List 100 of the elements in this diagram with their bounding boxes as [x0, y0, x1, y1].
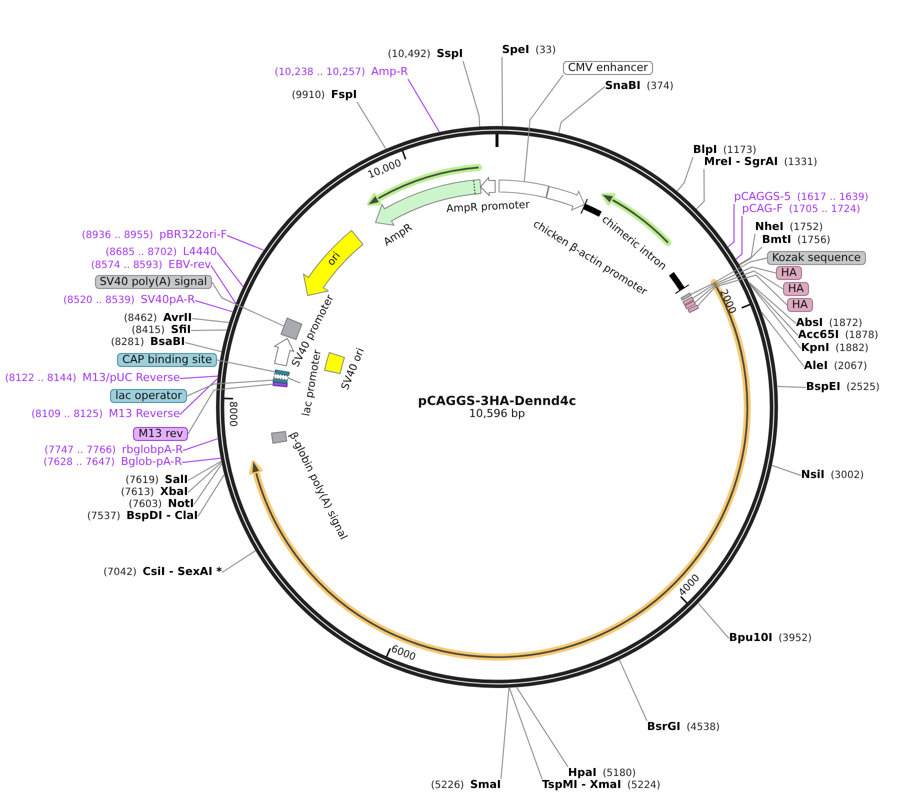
enzyme-name: HpaI: [568, 767, 597, 779]
primer-name: pBR322ori-F: [159, 229, 227, 241]
cut-position: (374): [646, 81, 674, 93]
feature-label: M13 rev: [133, 427, 188, 441]
leader-line: [194, 463, 222, 505]
leader-line: [739, 246, 762, 266]
leader-line: [186, 380, 274, 396]
primer-name: Amp-R: [371, 66, 408, 78]
cut-position: (5226): [430, 780, 464, 792]
enzyme-name: SnaBI: [605, 80, 641, 92]
enzyme-name: BsrGI: [647, 721, 680, 733]
cut-position: (4538): [686, 722, 720, 734]
leader-line: [500, 687, 510, 780]
cut-position: (8281): [110, 337, 144, 349]
leader-line: [190, 330, 228, 331]
leader-line: [735, 216, 742, 260]
leader-line: [180, 378, 218, 415]
feature-label: HA: [783, 282, 809, 296]
cut-position: (1872): [829, 318, 862, 330]
cut-position: (1752): [790, 222, 823, 234]
primer-coordinates: (8574 .. 8593): [91, 260, 162, 272]
cut-position: (1882): [835, 343, 869, 355]
feature-segment: [684, 300, 697, 310]
feature-segment: [274, 369, 290, 376]
enzyme-name: SpeI: [502, 44, 530, 56]
cut-position: (7613): [120, 487, 154, 499]
cut-position: (8415): [132, 325, 165, 337]
leader-line: [696, 168, 705, 210]
primer-coordinates: (7628 .. 7647): [43, 457, 115, 469]
enzyme-name: AleI: [804, 360, 828, 372]
cut-position: (1331): [784, 157, 818, 169]
leader-line: [690, 258, 768, 295]
leader-line: [198, 474, 225, 517]
primer-coordinates: (8109 .. 8125): [31, 409, 103, 421]
enzyme-name: TspMI - XmaI: [542, 779, 622, 791]
feature-label: CAP binding site: [117, 353, 217, 367]
leader-line: [188, 462, 222, 493]
cut-position: (3002): [830, 470, 864, 482]
leader-line: [216, 360, 276, 372]
primer-coordinates: (1705 .. 1724): [788, 204, 860, 216]
cut-position: (7603): [128, 499, 162, 511]
enzyme-name: AvrII: [163, 312, 192, 324]
primer-name: M13/pUC Reverse: [82, 372, 180, 384]
enzyme-name: SspI: [436, 48, 463, 60]
primer-coordinates: (8122 .. 8144): [4, 373, 76, 385]
leader-line: [408, 78, 440, 132]
cut-position: (5180): [602, 768, 636, 780]
feature-segment: [686, 304, 699, 314]
feature-label: SV40 poly(A) signal: [94, 275, 212, 289]
primer-name: rbglobpA-R: [122, 444, 183, 456]
feature-segment: [680, 292, 692, 302]
leader-line: [184, 342, 222, 352]
primer-coordinates: (8936 .. 8955): [82, 230, 154, 242]
feature-label: HA: [776, 266, 802, 280]
feature-name: ori: [325, 250, 343, 268]
leader-line: [748, 282, 798, 336]
leader-line: [738, 234, 756, 265]
leader-line: [760, 311, 804, 367]
cut-position: (10,492): [388, 49, 431, 61]
leader-line: [748, 283, 802, 349]
enzyme-name: KpnI: [801, 342, 830, 354]
leader-line: [210, 265, 236, 304]
enzyme-name: CsiI - SexAI *: [142, 566, 222, 578]
primer-coordinates: (10,238 .. 10,257): [274, 67, 366, 79]
plasmid-name: pCAGGS-3HA-Dennd4c: [418, 394, 576, 406]
feature-name: AmpR promoter: [446, 198, 530, 216]
scale-label: 2000: [716, 288, 738, 316]
primer-coordinates: (8685 .. 8702): [105, 247, 177, 259]
primer-coordinates: (7747 .. 7766): [44, 445, 116, 457]
feature-segment: [272, 373, 290, 381]
leader-line: [356, 102, 386, 150]
primer-name: Bglob-pA-R: [120, 456, 182, 468]
cut-position: (3952): [778, 633, 812, 645]
cut-position: (7042): [103, 567, 137, 579]
cut-position: (7537): [87, 511, 120, 523]
leader-line: [728, 204, 734, 248]
enzyme-name: SalI: [164, 474, 188, 486]
feature-name: SV40 ori: [339, 346, 367, 392]
enzyme-name: Acc65I: [798, 329, 839, 341]
enzyme-name: Bpu10I: [729, 632, 772, 644]
leader-line: [776, 386, 806, 388]
enzyme-name: MreI - SgrAI: [704, 156, 778, 168]
enzyme-name: BspDI - ClaI: [126, 510, 198, 522]
enzyme-name: BspEI: [806, 381, 840, 393]
leader-line: [771, 464, 802, 476]
leader-line: [182, 458, 222, 463]
enzyme-name: NheI: [755, 221, 784, 233]
enzyme-name: NotI: [168, 498, 194, 510]
enzyme-name: SfiI: [170, 324, 191, 336]
cut-position: (1756): [797, 235, 830, 247]
primer-name: M13 Reverse: [108, 408, 180, 420]
leader-line: [748, 282, 796, 324]
primer-name: EBV-rev: [168, 259, 211, 271]
leader-line: [288, 378, 301, 384]
feature-segment: [272, 378, 289, 384]
leader-line: [212, 282, 284, 327]
cut-position: (33): [535, 45, 556, 57]
leader-line: [194, 300, 234, 312]
cut-position: (9910): [292, 90, 325, 102]
leader-line: [694, 270, 784, 303]
